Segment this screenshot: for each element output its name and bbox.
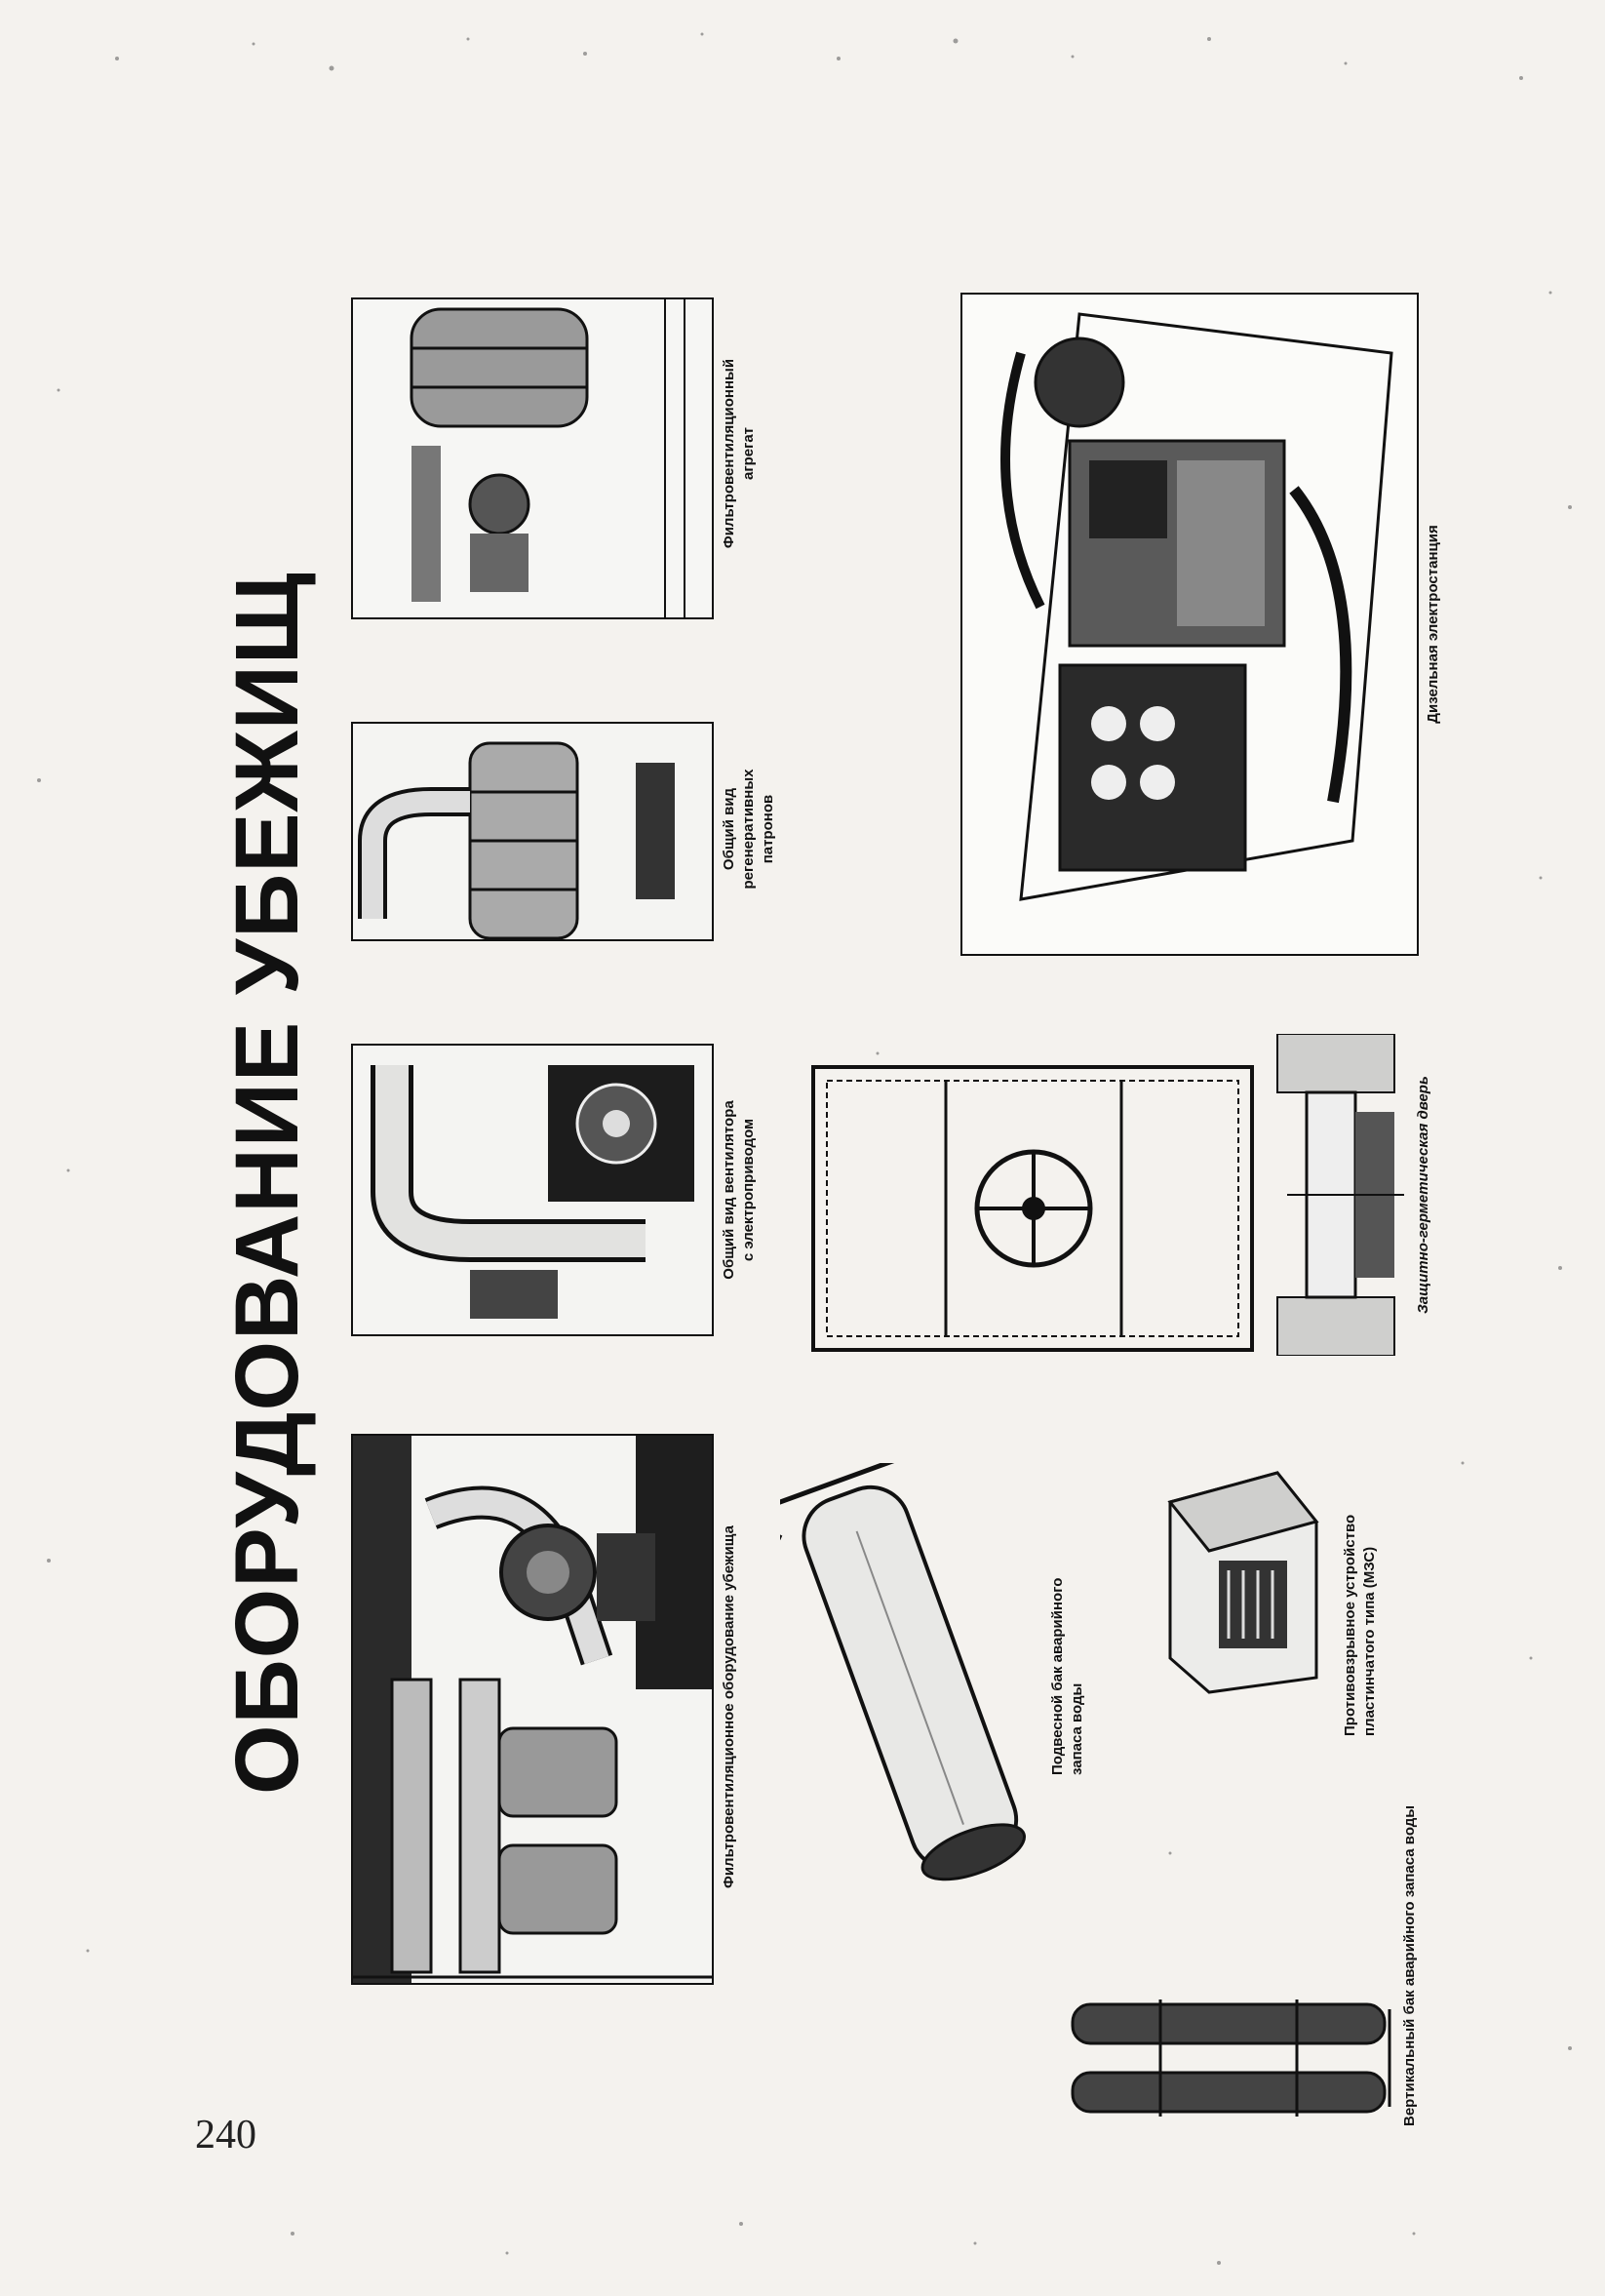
page-title: ОБОРУДОВАНИЕ УБЕЖИЩ	[217, 572, 317, 1795]
hanging-tank-drawing	[780, 1463, 1043, 1902]
vertical-tank-drawing	[1063, 1990, 1394, 2136]
filter-unit-illustration	[353, 299, 712, 617]
protective-door-section	[1268, 1034, 1414, 1356]
filter-equipment-caption: Фильтровентиляционное оборудование убежи…	[721, 1525, 737, 1888]
regenerative-cartridges-photo	[351, 722, 714, 941]
protective-door-caption: Защитно-герметическая дверь	[1415, 1076, 1431, 1314]
fan-photo	[351, 1044, 714, 1336]
blast-device-illustration	[1167, 1471, 1319, 1694]
hanging-tank-caption: Подвесной бак аварийного запаса воды	[1049, 1577, 1085, 1775]
diesel-station-photo	[960, 293, 1419, 956]
filter-unit-caption: Фильтровентиляционный агрегат	[721, 358, 757, 549]
door-section-illustration	[1276, 1034, 1404, 1356]
regenerative-cartridges-caption: Общий вид регенеративных патронов	[721, 769, 776, 890]
regenerative-cartridges-illustration	[353, 724, 712, 939]
protective-door-drawing	[809, 1063, 1258, 1356]
blast-device-caption: Противовзрывное устройство пластинчатого…	[1342, 1514, 1378, 1736]
blast-device-drawing	[1151, 1463, 1326, 1697]
page-number: 240	[195, 2113, 256, 2157]
diesel-station-illustration	[962, 295, 1417, 954]
filter-equipment-photo	[351, 1434, 714, 1985]
hanging-tank-illustration	[780, 1463, 1027, 1881]
fan-caption: Общий вид вентилятора с электроприводом	[721, 1100, 757, 1280]
filter-equipment-illustration	[353, 1436, 712, 1983]
fan-illustration	[353, 1046, 712, 1334]
vertical-tank-caption: Вертикальный бак аварийного запаса воды	[1401, 1804, 1418, 2126]
vertical-tank-illustration	[1071, 1999, 1391, 2117]
protective-door-illustration	[811, 1065, 1254, 1352]
diesel-station-caption: Дизельная электростанция	[1425, 525, 1441, 724]
filter-unit-photo	[351, 297, 714, 619]
